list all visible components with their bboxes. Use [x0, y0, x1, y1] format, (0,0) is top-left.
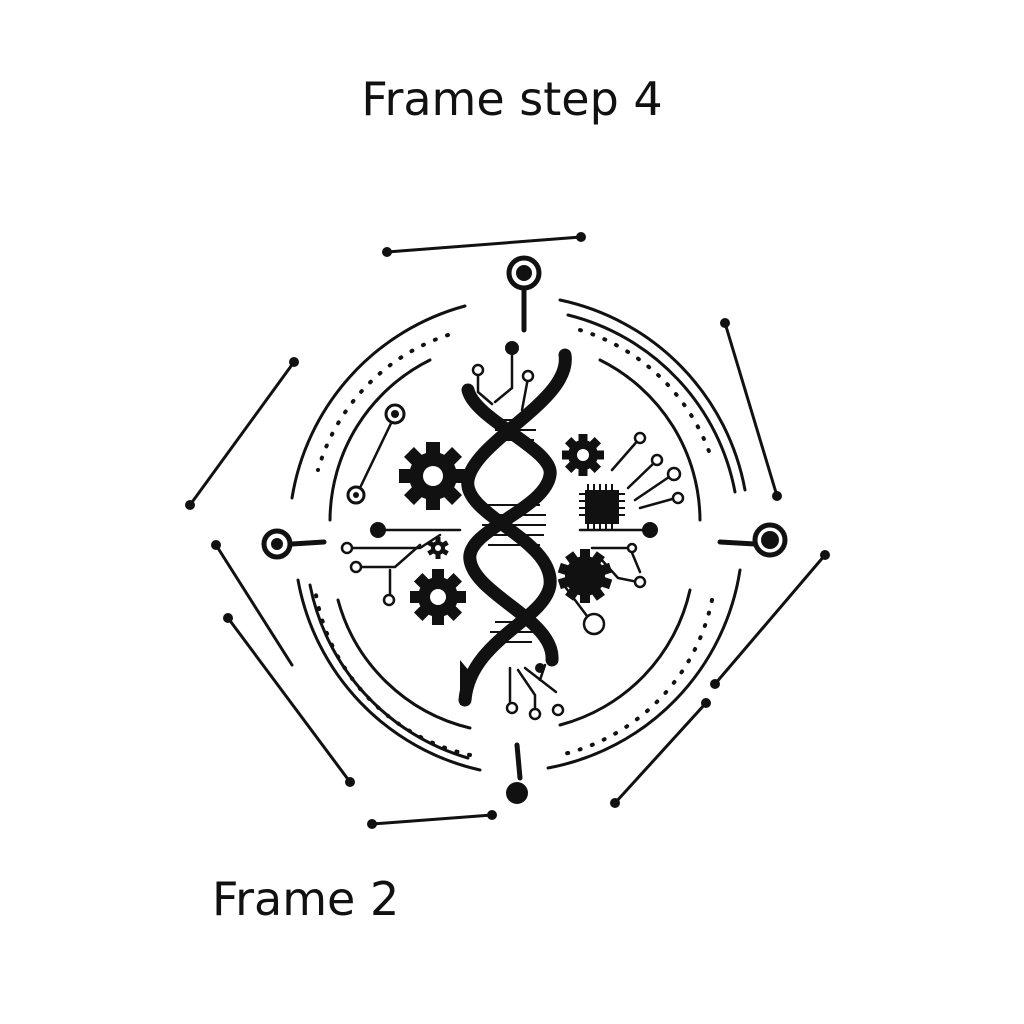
dna-helix-icon: [458, 348, 572, 707]
arc-bottom-left: [296, 578, 482, 772]
connector-dots: [185, 232, 830, 829]
arc-bottom-left-inner: [308, 583, 470, 760]
gear-icon: [399, 442, 467, 510]
arc-bottom-right: [546, 568, 742, 770]
arc-top-right: [558, 298, 747, 492]
gear-icon: [562, 434, 604, 476]
diagonal-connectors: [188, 235, 827, 826]
node-bottom: [506, 782, 528, 804]
gear-icon: [410, 569, 466, 625]
outer-arcs: [290, 298, 747, 772]
frame-step-title: Frame step 4: [361, 72, 663, 126]
dotted-arcs: [314, 328, 714, 757]
arc-top-right-inner: [566, 313, 737, 494]
compass-nodes: [261, 255, 788, 804]
circuit-node-icon: [370, 341, 658, 673]
gear-icon: [557, 549, 613, 603]
microchip-icon: [579, 484, 625, 530]
inner-arcs: [328, 358, 702, 730]
circuit-ring-nodes: [340, 363, 685, 721]
frame-label: Frame 2: [212, 872, 400, 926]
arc-top-left: [290, 304, 467, 500]
gear-icon: [427, 537, 449, 559]
